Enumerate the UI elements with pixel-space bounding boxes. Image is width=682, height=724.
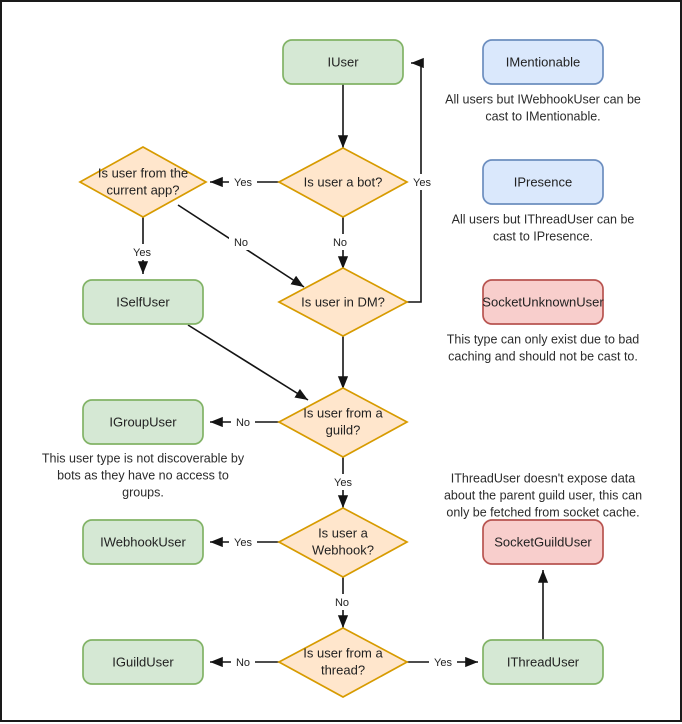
node-iuser[interactable]: IUser (282, 39, 404, 85)
edge-label-bot-no: No (333, 237, 347, 249)
note-socketunknownuser-line1: This type can only exist due to bad (447, 332, 640, 346)
note-socketguilduser-line1: IThreadUser doesn't expose data (451, 471, 635, 485)
node-label-iuser: IUser (327, 54, 359, 69)
node-is-current-app[interactable]: Is user from the current app? (78, 146, 208, 218)
node-label-is-dm: Is user in DM? (301, 294, 385, 309)
node-is-dm[interactable]: Is user in DM? (277, 267, 409, 337)
node-ipresence[interactable]: IPresence (482, 159, 604, 205)
node-socketguilduser[interactable]: SocketGuildUser (482, 519, 604, 565)
node-ithreaduser[interactable]: IThreadUser (482, 639, 604, 685)
edge-is-guild-yes-to-is-webhook: Yes (328, 457, 358, 508)
note-imentionable-line2: cast to IMentionable. (485, 109, 600, 123)
note-igroupuser: This user type is not discoverable by bo… (42, 451, 245, 499)
edge-is-bot-no-to-is-dm: No (329, 217, 353, 269)
node-label-is-thread-line2: thread? (321, 662, 365, 677)
node-label-socketunknownuser: SocketUnknownUser (482, 294, 604, 309)
edge-label-app-no: No (234, 237, 248, 249)
node-label-ithreaduser: IThreadUser (507, 654, 580, 669)
edge-is-thread-no-to-iguilduser: No (210, 654, 279, 670)
edge-label-bot-yes: Yes (234, 177, 252, 189)
node-is-guild[interactable]: Is user from a guild? (277, 387, 409, 458)
note-imentionable-line1: All users but IWebhookUser can be (445, 92, 641, 106)
note-socketunknownuser: This type can only exist due to bad cach… (447, 332, 640, 363)
edge-label-thread-no: No (236, 657, 250, 669)
node-label-is-webhook-line2: Webhook? (312, 542, 374, 557)
edge-label-webhook-no: No (335, 597, 349, 609)
note-ipresence-line2: cast to IPresence. (493, 229, 593, 243)
edge-is-current-app-no-to-is-dm: No (177, 204, 305, 288)
note-igroupuser-line1: This user type is not discoverable by (42, 451, 245, 465)
edge-is-current-app-yes-to-iselfuser: Yes (128, 217, 158, 274)
node-label-ipresence: IPresence (514, 174, 573, 189)
node-iselfuser[interactable]: ISelfUser (82, 279, 204, 325)
edge-label-thread-yes: Yes (434, 657, 452, 669)
note-igroupuser-line3: groups. (122, 485, 164, 499)
node-iguilduser[interactable]: IGuildUser (82, 639, 204, 685)
edge-is-thread-yes-to-ithreaduser: Yes (407, 654, 478, 670)
node-label-igroupuser: IGroupUser (109, 414, 177, 429)
note-igroupuser-line2: bots as they have no access to (57, 468, 229, 482)
node-label-iwebhookuser: IWebhookUser (100, 534, 186, 549)
edge-label-guild-yes: Yes (334, 477, 352, 489)
edge-is-webhook-no-to-is-thread: No (330, 577, 354, 628)
note-ipresence: All users but IThreadUser can be cast to… (452, 212, 635, 243)
node-label-is-guild-line1: Is user from a (303, 405, 383, 420)
node-label-is-thread-line1: Is user from a (303, 645, 383, 660)
edge-is-guild-no-to-igroupuser: No (210, 414, 279, 430)
note-ipresence-line1: All users but IThreadUser can be (452, 212, 635, 226)
node-is-bot[interactable]: Is user a bot? (277, 147, 409, 218)
note-imentionable: All users but IWebhookUser can be cast t… (445, 92, 641, 123)
edge-label-webhook-yes: Yes (234, 537, 252, 549)
node-imentionable[interactable]: IMentionable (482, 39, 604, 85)
node-label-socketguilduser: SocketGuildUser (494, 534, 592, 549)
edge-is-webhook-yes-to-iwebhookuser: Yes (210, 534, 279, 550)
node-label-iselfuser: ISelfUser (116, 294, 170, 309)
node-igroupuser[interactable]: IGroupUser (82, 399, 204, 445)
node-is-thread[interactable]: Is user from a thread? (277, 627, 409, 698)
node-label-is-webhook-line1: Is user a (318, 525, 369, 540)
node-label-is-guild-line2: guild? (326, 422, 361, 437)
edge-label-guild-no: No (236, 417, 250, 429)
edge-iselfuser-to-is-guild (187, 324, 309, 401)
node-label-imentionable: IMentionable (506, 54, 580, 69)
node-label-iguilduser: IGuildUser (112, 654, 174, 669)
note-socketunknownuser-line2: caching and should not be cast to. (448, 349, 638, 363)
node-is-webhook[interactable]: Is user a Webhook? (277, 507, 409, 578)
node-iwebhookuser[interactable]: IWebhookUser (82, 519, 204, 565)
edge-label-dm-yes: Yes (413, 177, 431, 189)
node-label-is-current-app-line1: Is user from the (98, 165, 188, 180)
note-socketguilduser-line3: only be fetched from socket cache. (446, 505, 639, 519)
node-label-is-current-app-line2: current app? (107, 182, 180, 197)
node-label-is-bot: Is user a bot? (304, 174, 383, 189)
note-socketguilduser: IThreadUser doesn't expose data about th… (444, 471, 642, 519)
edge-is-dm-yes-to-iuser: Yes (407, 57, 435, 303)
edge-label-app-yes: Yes (133, 247, 151, 259)
edge-is-bot-yes-to-is-current-app: Yes (210, 174, 279, 190)
node-socketunknownuser[interactable]: SocketUnknownUser (482, 279, 604, 325)
note-socketguilduser-line2: about the parent guild user, this can (444, 488, 642, 502)
